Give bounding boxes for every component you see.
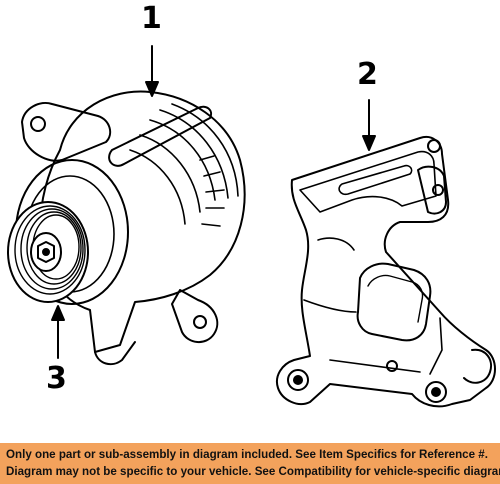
bracket-window-inner — [367, 274, 424, 323]
bracket-slot — [338, 164, 413, 196]
pulley-assembly — [7, 201, 89, 303]
bracket-right-hole-inner — [431, 387, 441, 397]
notice-line-1: Only one part or sub-assembly in diagram… — [6, 448, 488, 461]
leader-arrow-3 — [51, 305, 65, 321]
bracket-center-hole — [386, 360, 398, 372]
leader-arrow-1 — [145, 81, 159, 97]
bracket-right-hole — [425, 381, 447, 403]
bracket-foot — [463, 348, 492, 384]
bracket-ribs — [303, 237, 443, 375]
bracket-boss — [417, 165, 447, 215]
top-mount-hole — [30, 116, 46, 132]
parts-diagram — [7, 45, 496, 408]
bracket-top-plate — [299, 150, 437, 213]
alternator-top-mount — [21, 102, 112, 162]
pulley-shaft — [42, 248, 50, 256]
alternator-fins — [129, 103, 239, 227]
bracket-left-hole-inner — [293, 375, 303, 385]
callout-1: 1 — [141, 1, 162, 36]
callout-2: 2 — [357, 57, 378, 92]
alternator-lower-mount — [171, 289, 219, 343]
lower-mount-hole — [193, 315, 207, 329]
notice-line-2: Diagram may not be specific to your vehi… — [6, 465, 500, 478]
leader-lines — [51, 45, 376, 359]
bracket-top-hole — [427, 139, 441, 153]
bracket-outline — [276, 136, 496, 408]
leader-arrow-2 — [362, 135, 376, 151]
bracket-window — [356, 262, 432, 342]
bracket-boss-hole — [432, 184, 444, 196]
callout-3: 3 — [46, 361, 67, 396]
notice-banner: Only one part or sub-assembly in diagram… — [0, 443, 500, 484]
alternator-strap — [108, 105, 212, 167]
bracket-left-hole — [287, 369, 309, 391]
mounting-bracket — [276, 136, 496, 408]
alternator-bottom-foot — [94, 341, 136, 366]
